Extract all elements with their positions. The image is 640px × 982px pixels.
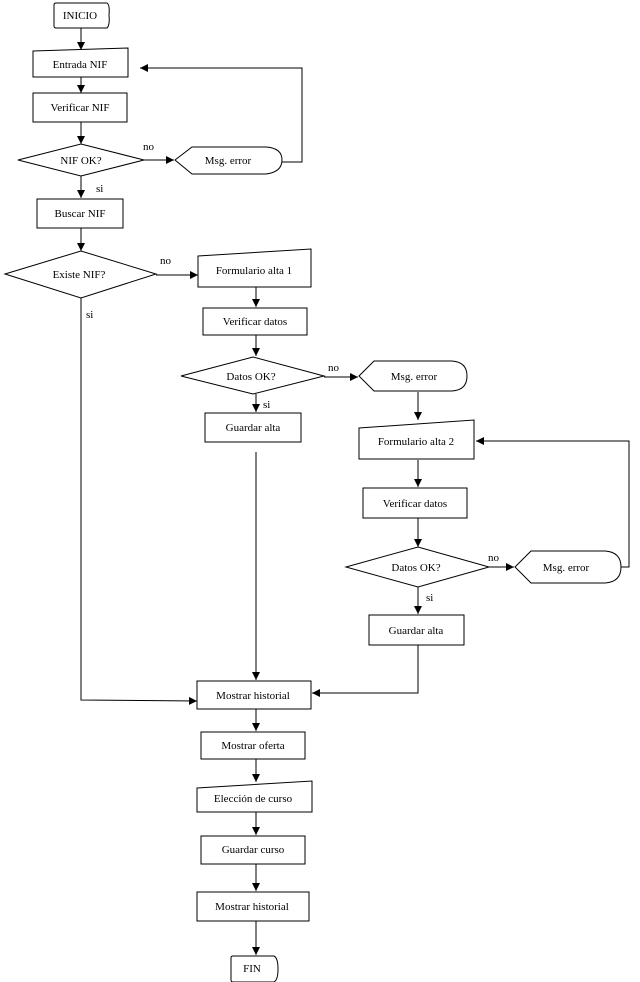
msg-error-2-node: Msg. error [358,360,468,392]
mostrar-historial-1-node: Mostrar historial [196,680,312,710]
connectors [77,28,630,955]
guardar-curso-node: Guardar curso [200,835,306,865]
msg-error-1-shape [174,146,283,175]
eleccion-curso-node: Elección de curso [196,780,313,813]
mostrar-historial-1-shape [196,680,312,710]
datos-ok-2-si-label: si [426,592,433,604]
verificar-datos-2-label: Verificar datos [383,498,447,510]
formulario-alta-1-label: Formulario alta 1 [216,265,292,277]
nif-ok-si-label: si [96,183,103,195]
msg-error-3-node: Msg. error [514,550,622,584]
formulario-alta-1-node: Formulario alta 1 [197,248,312,288]
msg-error-2-label: Msg. error [391,371,438,383]
entrada-nif-shape [32,47,129,78]
guardar-alta-2-shape [368,614,465,646]
verificar-nif-shape [32,92,128,123]
end-label: FIN [243,963,261,975]
entrada-nif-label: Entrada NIF [53,59,108,71]
datos-ok-1-decision: Datos OK? [180,356,326,395]
start-label: INICIO [63,10,97,22]
existe-nif-no-label: no [160,255,172,267]
arrow-existe-si [80,298,198,705]
msg-error-1-label: Msg. error [205,155,252,167]
mostrar-oferta-label: Mostrar oferta [221,740,284,752]
buscar-nif-label: Buscar NIF [54,208,105,220]
buscar-nif-node: Buscar NIF [36,198,124,229]
guardar-curso-label: Guardar curso [222,844,285,856]
datos-ok-2-decision: Datos OK? [344,546,491,588]
arrow-error3-back [476,437,630,568]
formulario-alta-1-shape [197,248,312,288]
verificar-datos-1-label: Verificar datos [223,316,287,328]
mostrar-oferta-shape [200,731,306,760]
datos-ok-2-label: Datos OK? [391,562,440,574]
guardar-alta-2-label: Guardar alta [389,625,444,637]
mostrar-historial-2-shape [196,891,310,922]
datos-ok-1-no-label: no [328,362,340,374]
nif-ok-no-label: no [143,141,155,153]
mostrar-historial-1-label: Mostrar historial [216,690,290,702]
formulario-alta-2-label: Formulario alta 2 [378,436,454,448]
nif-ok-label: NIF OK? [60,155,101,167]
guardar-alta-2-node: Guardar alta [368,614,465,646]
msg-error-3-shape [514,550,622,584]
mostrar-historial-2-node: Mostrar historial [196,891,310,922]
arrow-guardar2-historial [312,645,419,697]
existe-nif-label: Existe NIF? [53,269,106,281]
datos-ok-2-shape [344,546,491,588]
verificar-nif-label: Verificar NIF [51,102,110,114]
existe-nif-si-label: si [86,309,93,321]
buscar-nif-shape [36,198,124,229]
end-terminator: FIN [230,955,279,982]
existe-nif-shape [3,250,158,299]
msg-error-3-label: Msg. error [543,562,590,574]
datos-ok-1-si-label: si [263,399,270,411]
verificar-datos-1-node: Verificar datos [202,307,308,336]
guardar-alta-1-shape [204,412,302,443]
mostrar-oferta-node: Mostrar oferta [200,731,306,760]
datos-ok-1-shape [180,356,326,395]
existe-nif-decision: Existe NIF? [3,250,158,299]
verificar-datos-2-node: Verificar datos [362,487,468,519]
verificar-datos-2-shape [362,487,468,519]
entrada-nif-node: Entrada NIF [32,47,129,78]
msg-error-2-shape [358,360,468,392]
formulario-alta-2-shape [358,419,475,460]
guardar-curso-shape [200,835,306,865]
datos-ok-1-label: Datos OK? [226,371,275,383]
arrow-error-back [140,64,303,163]
mostrar-historial-2-label: Mostrar historial [215,901,289,913]
verificar-nif-node: Verificar NIF [32,92,128,123]
branch-labels: no si no si no si no si [86,141,500,604]
msg-error-1-node: Msg. error [174,146,283,175]
guardar-alta-1-node: Guardar alta [204,412,302,443]
start-shape [53,2,110,29]
formulario-alta-2-node: Formulario alta 2 [358,419,475,460]
guardar-alta-1-label: Guardar alta [226,422,281,434]
nif-ok-decision: NIF OK? [17,143,145,177]
verificar-datos-1-shape [202,307,308,336]
eleccion-curso-shape [196,780,313,813]
datos-ok-2-no-label: no [488,552,500,564]
eleccion-curso-label: Elección de curso [214,793,293,805]
start-terminator: INICIO [53,2,110,29]
nif-ok-shape [17,143,145,177]
